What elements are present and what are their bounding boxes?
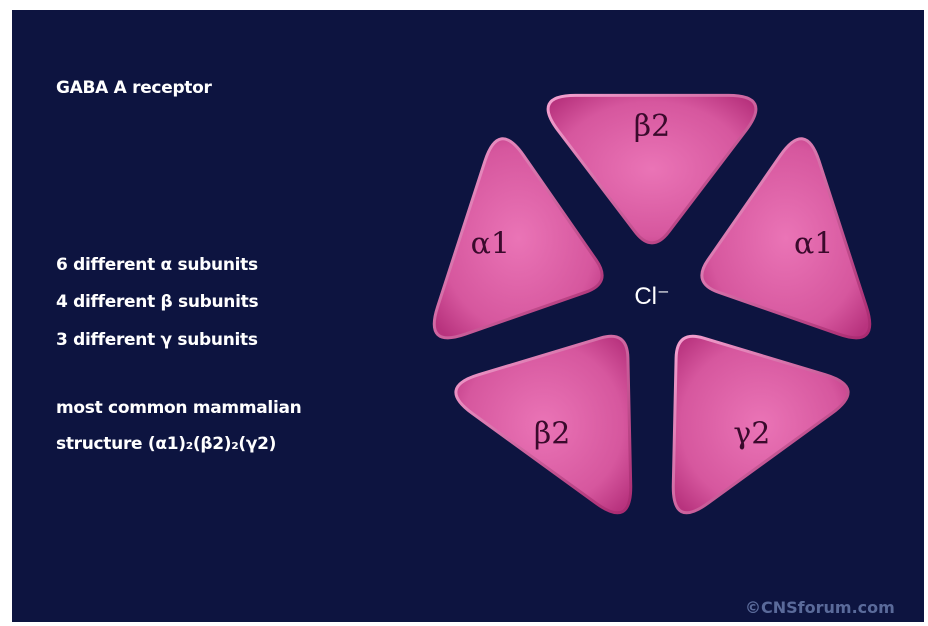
subunit-label-lower-left: β2 bbox=[534, 417, 570, 452]
common-structure-line2: structure (α1)₂(β2)₂(γ2) bbox=[56, 434, 276, 454]
copyright-watermark: ©CNSforum.com bbox=[745, 598, 895, 617]
alpha-subunit-count: 6 different α subunits bbox=[56, 255, 258, 275]
gamma-subunit-count: 3 different γ subunits bbox=[56, 330, 258, 350]
beta-subunit-count: 4 different β subunits bbox=[56, 292, 258, 312]
subunit-label-upper-right: α1 bbox=[794, 227, 833, 262]
diagram-title: GABA A receptor bbox=[56, 78, 212, 98]
chloride-ion-label: Cl⁻ bbox=[634, 283, 669, 310]
subunit-upper-left bbox=[434, 139, 602, 338]
subunit-label-top: β2 bbox=[634, 109, 670, 144]
subunit-label-lower-right: γ2 bbox=[733, 417, 770, 452]
common-structure-line1: most common mammalian bbox=[56, 398, 301, 418]
subunit-label-upper-left: α1 bbox=[471, 227, 510, 262]
subunit-upper-right bbox=[702, 139, 870, 338]
